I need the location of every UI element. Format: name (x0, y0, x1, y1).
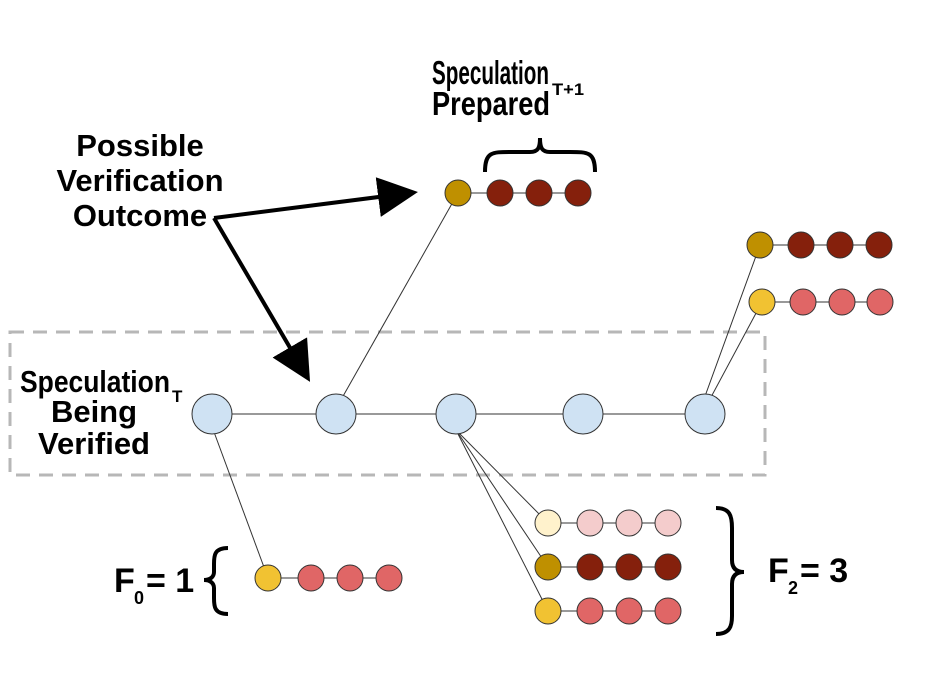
svg-text:T+1: T+1 (552, 80, 584, 99)
svg-text:T: T (172, 387, 183, 406)
svg-text:F: F (768, 552, 789, 590)
svg-text:Verified: Verified (38, 426, 150, 461)
outcome-arrows (212, 177, 418, 382)
svg-text:Outcome: Outcome (73, 198, 207, 233)
speculation-next-chain (444, 179, 592, 207)
f2-chain-1 (534, 509, 682, 537)
root-nodes (191, 393, 726, 435)
prepared-brace (483, 137, 597, 173)
label-speculation-next: Speculation T+1 Prepared (432, 54, 584, 122)
label-f0: F 0 = 1 (114, 562, 194, 608)
svg-text:Speculation: Speculation (20, 364, 170, 399)
svg-text:Prepared: Prepared (432, 85, 550, 122)
svg-text:= 3: = 3 (800, 552, 848, 590)
svg-text:Being: Being (51, 394, 137, 429)
upper-right-chain-2 (748, 288, 894, 316)
f0-brace (203, 546, 229, 616)
label-possible-verification-outcome: Possible Verification Outcome (56, 128, 223, 233)
f0-chain (254, 564, 403, 592)
root-node-2 (315, 393, 357, 435)
tree-edges (212, 192, 763, 612)
svg-text:2: 2 (788, 578, 798, 598)
svg-text:F: F (114, 562, 135, 600)
upper-right-chain-1 (746, 231, 893, 259)
svg-text:Speculation: Speculation (432, 54, 549, 91)
label-speculation-being-verified: Speculation T Being Verified (20, 364, 183, 461)
svg-text:0: 0 (134, 588, 144, 608)
f2-chain-2 (534, 553, 682, 581)
label-f2: F 2 = 3 (768, 552, 848, 598)
svg-text:= 1: = 1 (146, 562, 194, 600)
root-node-1 (191, 393, 233, 435)
root-node-4 (562, 393, 604, 435)
verification-region-box (8, 330, 767, 477)
f2-chain-3 (534, 597, 682, 625)
svg-text:Verification: Verification (56, 163, 223, 198)
root-node-5 (684, 393, 726, 435)
f2-brace (715, 506, 745, 636)
svg-text:Possible: Possible (76, 128, 204, 163)
root-node-3 (435, 393, 477, 435)
